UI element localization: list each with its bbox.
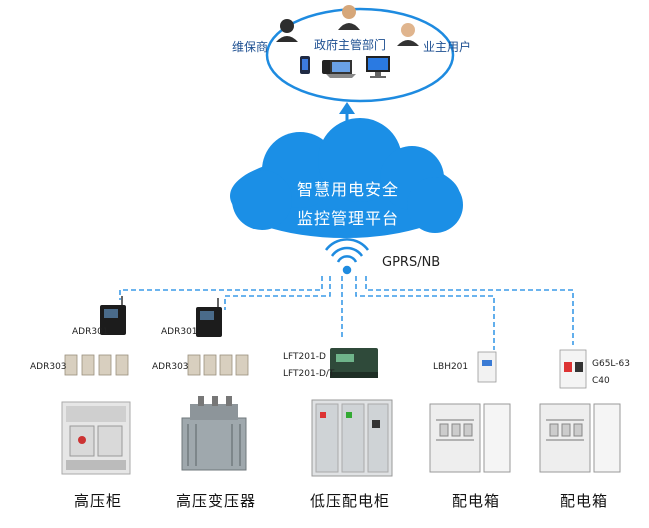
user-label-government: 政府主管部门 bbox=[314, 38, 387, 52]
lbh201-label: LBH201 bbox=[433, 362, 469, 372]
equipment-label-distribution-box-2: 配电箱 bbox=[560, 492, 609, 510]
adr303-modules-a bbox=[64, 354, 129, 376]
adr301-label-b: ADR301 bbox=[161, 327, 198, 337]
lft201-dt-label: LFT201-D/T bbox=[283, 369, 335, 379]
user-group-ellipse bbox=[265, 7, 455, 103]
platform-title-line2: 监控管理平台 bbox=[296, 209, 399, 228]
lft201-device bbox=[330, 348, 378, 378]
adr301-device-b bbox=[196, 298, 222, 337]
desktop-computer-icon bbox=[366, 56, 390, 78]
connection-lines bbox=[119, 276, 574, 350]
adr301-label-a: ADR301 bbox=[72, 327, 109, 337]
user-avatar-icon-2 bbox=[338, 5, 360, 30]
adr301-device-a bbox=[100, 296, 126, 335]
cloud-icon bbox=[230, 118, 463, 238]
network-label: GPRS/NB bbox=[382, 255, 441, 270]
platform-label: 智慧用电安全 监控管理平台 bbox=[232, 176, 464, 236]
equipment-label-transformer: 高压变压器 bbox=[176, 492, 257, 510]
distribution-box-image-2 bbox=[539, 403, 621, 473]
lft201-d-label: LFT201-D bbox=[283, 352, 326, 362]
g65l-label: G65L-63 bbox=[592, 359, 630, 369]
platform-title-line1: 智慧用电安全 bbox=[296, 180, 399, 199]
c40-label: C40 bbox=[592, 376, 610, 386]
distribution-box-image-1 bbox=[429, 403, 511, 473]
user-avatar-icon-3 bbox=[397, 23, 419, 46]
transformer-image bbox=[181, 396, 247, 471]
user-label-maintenance: 维保商 bbox=[232, 40, 269, 54]
adr303-label-a: ADR303 bbox=[30, 362, 67, 372]
user-avatar-icon-1 bbox=[276, 19, 298, 42]
g65l-breaker bbox=[559, 349, 587, 389]
high-voltage-cabinet-image bbox=[61, 401, 131, 475]
laptop-icon bbox=[326, 60, 356, 78]
equipment-label-distribution-box-1: 配电箱 bbox=[452, 492, 501, 510]
equipment-label-high-voltage-cabinet: 高压柜 bbox=[74, 492, 123, 510]
low-voltage-cabinet-image bbox=[311, 399, 393, 477]
wireless-signal-icon bbox=[324, 238, 370, 275]
adr303-modules-b bbox=[187, 354, 249, 376]
adr303-label-b: ADR303 bbox=[152, 362, 189, 372]
phone-icon bbox=[300, 56, 310, 74]
equipment-label-low-voltage-cabinet: 低压配电柜 bbox=[310, 492, 391, 510]
user-label-owner: 业主用户 bbox=[423, 40, 472, 54]
lbh201-device bbox=[477, 351, 497, 383]
